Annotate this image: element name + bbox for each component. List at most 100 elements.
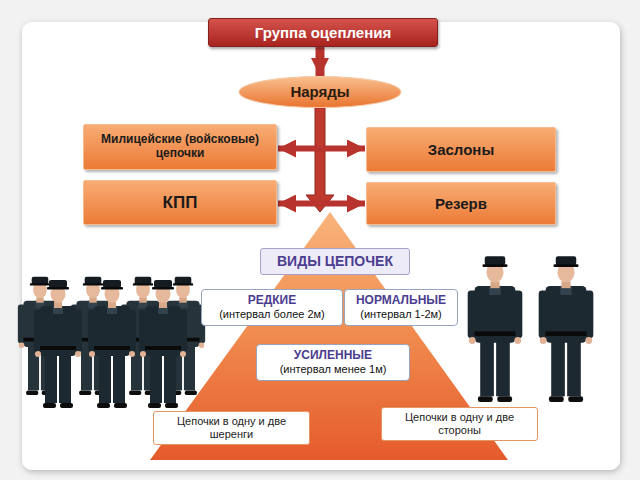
figure-part — [140, 351, 146, 357]
figure-part — [480, 339, 494, 396]
figure-part — [113, 353, 125, 403]
type-box: РЕДКИЕ(интервал более 2м) — [201, 289, 343, 325]
figure-part — [129, 390, 141, 395]
figure-part — [32, 277, 49, 284]
figure-part — [135, 277, 152, 284]
figure-part — [496, 339, 510, 396]
text-holder: НОРМАЛЬНЫЕ(интервал 1-2м) — [349, 294, 453, 320]
figure-part — [173, 283, 193, 285]
figure-part — [179, 310, 187, 352]
box-label: Группа оцепления — [215, 24, 431, 41]
box-label: (интервал 1-2м) — [349, 308, 453, 321]
figure-part — [101, 287, 123, 290]
text-holder: УСИЛЕННЫЕ(интервал менее 1м) — [261, 349, 405, 375]
text-holder: Группа оцепления — [215, 24, 431, 41]
text-holder: Заслоны — [373, 141, 549, 158]
box-label: ВИДЫ ЦЕПОЧЕК — [267, 253, 403, 269]
figure-part — [539, 290, 548, 338]
figure-part — [497, 396, 512, 402]
figure-part — [180, 351, 186, 357]
box-label: РЕДКИЕ — [206, 294, 338, 308]
process-box: Резерв — [366, 182, 556, 225]
figure-part — [114, 403, 127, 408]
arrow-connector — [278, 201, 365, 207]
note-box: Цепочки в одну и две шеренги — [153, 411, 310, 445]
box-label: Наряды — [244, 83, 396, 100]
police-figures — [18, 256, 593, 408]
figure-part — [97, 403, 110, 408]
figure-part — [482, 264, 507, 267]
figure-part — [152, 287, 174, 290]
figure-part — [150, 353, 162, 403]
police-figure — [468, 256, 523, 402]
figure-part — [514, 337, 521, 344]
box-label: Резерв — [373, 195, 549, 212]
ellipse-fill — [239, 77, 401, 108]
figure-part — [513, 290, 522, 338]
figure-part — [139, 310, 147, 352]
figure-part — [89, 351, 95, 357]
arrow-connector — [316, 47, 325, 76]
figure-part — [154, 280, 172, 288]
figure-part — [59, 353, 71, 403]
figure-part — [148, 403, 161, 408]
figure-part — [26, 390, 38, 395]
box-label: Цепочки в одну и две стороны — [387, 411, 532, 436]
box-label: (интервал менее 1м) — [261, 363, 405, 376]
figure-part — [34, 310, 42, 352]
figure-part — [556, 256, 576, 265]
ellipse-node: Наряды — [238, 76, 402, 108]
text-holder: Цепочки в одну и две шеренги — [159, 415, 304, 440]
box-label: Милицейские (войсковые) цепочки — [90, 133, 270, 161]
figure-part — [129, 351, 135, 357]
figure-part — [18, 305, 25, 344]
figure-part — [553, 264, 578, 267]
figure-part — [175, 277, 192, 284]
figure-part — [45, 353, 57, 403]
figure-part — [478, 396, 493, 402]
figure-part — [75, 351, 81, 357]
figure-part — [164, 353, 176, 403]
arrow-connector — [278, 146, 365, 152]
figure-part — [30, 283, 50, 285]
figure-part — [49, 280, 67, 288]
police-figure — [139, 280, 187, 408]
figure-part — [199, 342, 205, 348]
text-holder: КПП — [90, 193, 270, 213]
box-label: НОРМАЛЬНЫЕ — [349, 294, 453, 308]
type-box: НОРМАЛЬНЫЕ(интервал 1-2м) — [344, 289, 458, 325]
process-box: Заслоны — [366, 127, 556, 172]
figure-part — [79, 390, 91, 395]
figure-part — [567, 339, 581, 396]
figure-part — [94, 306, 130, 356]
text-holder: Наряды — [244, 83, 396, 100]
slide-panel — [22, 22, 620, 470]
figure-part — [128, 310, 136, 352]
figure-part — [585, 337, 592, 344]
police-figure — [34, 280, 82, 408]
figure-part — [40, 346, 76, 350]
figure-part — [540, 337, 547, 344]
box-label: (интервал более 2м) — [206, 308, 338, 321]
figure-part — [185, 390, 197, 395]
process-box: КПП — [83, 180, 277, 225]
type-box: УСИЛЕННЫЕ(интервал менее 1м) — [256, 344, 410, 380]
figure-part — [469, 337, 476, 344]
header-box: Группа оцепления — [208, 18, 438, 47]
text-holder: Милицейские (войсковые) цепочки — [90, 133, 270, 161]
figure-part — [475, 286, 516, 343]
police-figure — [88, 280, 136, 408]
text-holder: ВИДЫ ЦЕПОЧЕК — [267, 253, 403, 269]
figure-part — [551, 339, 565, 396]
figure-part — [88, 310, 96, 352]
box-label: Цепочки в одну и две шеренги — [159, 415, 304, 440]
figure-part — [584, 290, 593, 338]
figure-part — [43, 403, 56, 408]
figure-part — [94, 346, 130, 350]
figure-part — [85, 277, 102, 284]
figure-part — [165, 403, 178, 408]
figure-part — [546, 286, 587, 343]
figure-part — [47, 287, 69, 290]
